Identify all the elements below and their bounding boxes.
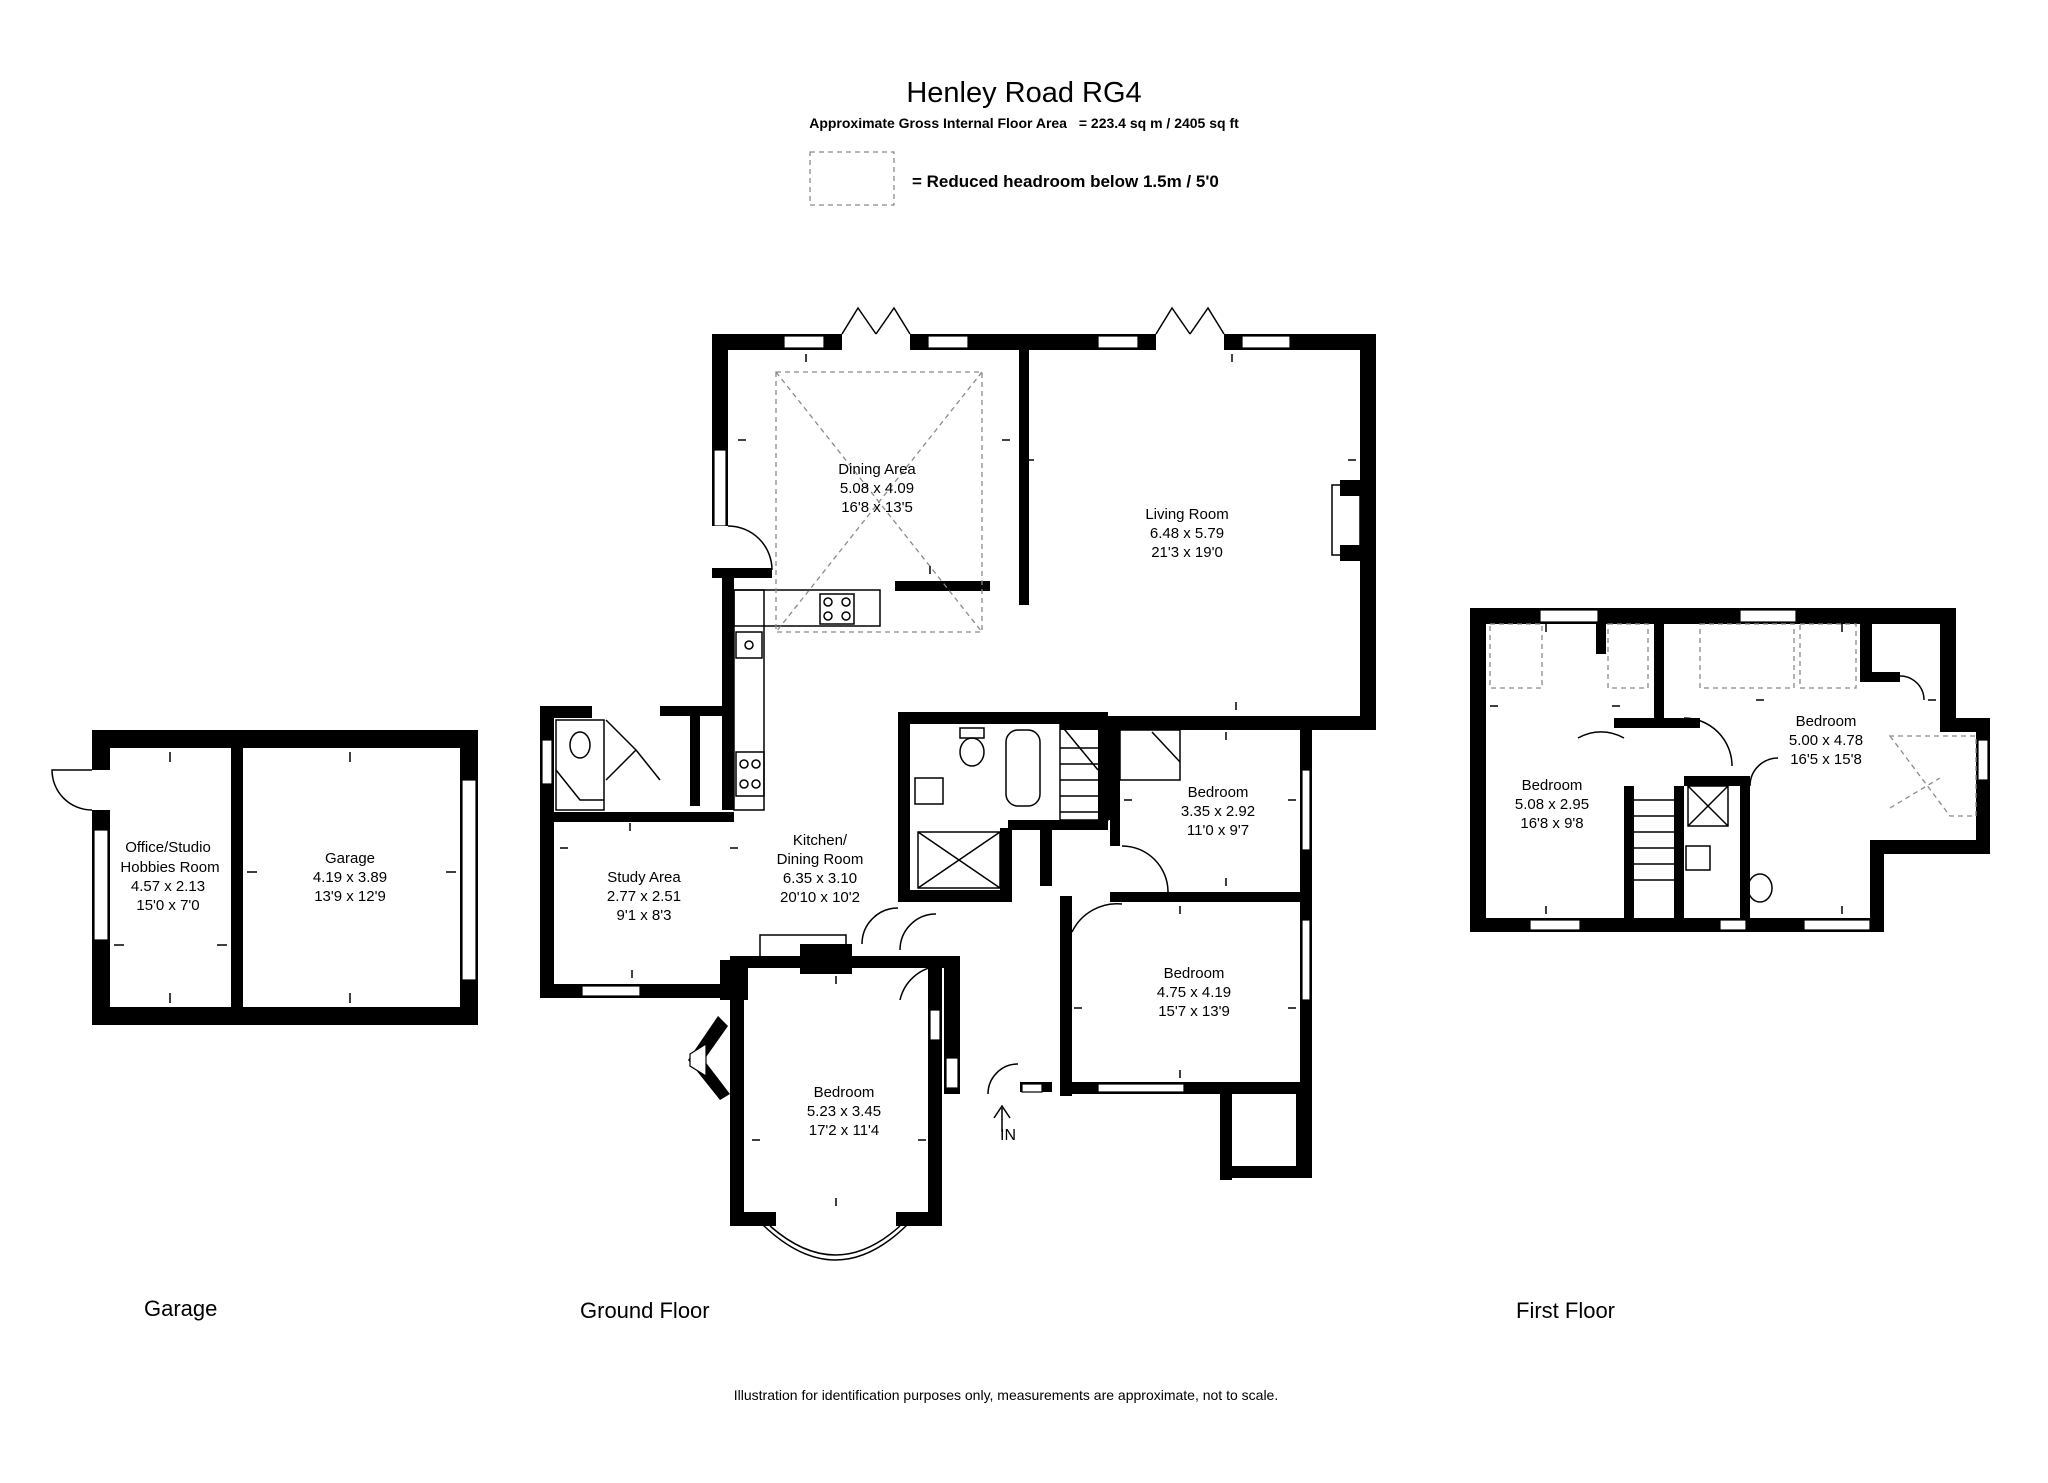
room-study-name: Study Area [607,869,681,886]
room-dining-metric: 5.08 x 4.09 [840,480,914,497]
room-garage-imperial: 13'9 x 12'9 [314,888,386,905]
room-bed-ff-b-name: Bedroom [1796,713,1857,730]
area-summary: Approximate Gross Internal Floor Area = … [809,115,1239,131]
room-bed-gf-b-imperial: 15'7 x 13'9 [1158,1003,1230,1020]
room-kitchen-imperial: 20'10 x 10'2 [780,889,860,906]
floor-label-garage: Garage [144,1296,217,1321]
room-kitchen-name2: Dining Room [777,851,864,868]
room-bed-gf-b-name: Bedroom [1164,965,1225,982]
room-bed-ff-b-metric: 5.00 x 4.78 [1789,732,1863,749]
room-garage-metric: 4.19 x 3.89 [313,869,387,886]
room-living-name: Living Room [1145,506,1228,523]
room-living-metric: 6.48 x 5.79 [1150,525,1224,542]
room-bed-gf-b-metric: 4.75 x 4.19 [1157,984,1231,1001]
room-bed-ff-a-imperial: 16'8 x 9'8 [1520,815,1583,832]
room-bed-ff-a-name: Bedroom [1522,777,1583,794]
room-bed-ff-a-metric: 5.08 x 2.95 [1515,796,1589,813]
floor-label-ground: Ground Floor [580,1298,710,1323]
plan-title: Henley Road RG4 [906,77,1141,109]
room-dining-imperial: 16'8 x 13'5 [841,499,913,516]
room-bed-gf-a-name: Bedroom [1188,784,1249,801]
disclaimer: Illustration for identification purposes… [734,1387,1278,1403]
room-kitchen-name1: Kitchen/ [793,832,848,849]
area-value: = 223.4 sq m / 2405 sq ft [1079,115,1239,131]
garage-building [51,730,478,1025]
legend-text: = Reduced headroom below 1.5m / 5'0 [912,172,1219,191]
room-bed-gf-a-metric: 3.35 x 2.92 [1181,803,1255,820]
room-kitchen-metric: 6.35 x 3.10 [783,870,857,887]
room-bed-gf-c-metric: 5.23 x 3.45 [807,1103,881,1120]
room-living-imperial: 21'3 x 19'0 [1151,544,1223,561]
room-office-metric: 4.57 x 2.13 [131,878,205,895]
room-bed-gf-a-imperial: 11'0 x 9'7 [1187,822,1249,839]
room-bed-gf-c-name: Bedroom [814,1084,875,1101]
area-label: Approximate Gross Internal Floor Area [809,115,1067,131]
room-office-imperial: 15'0 x 7'0 [136,897,199,914]
legend-swatch [809,151,895,206]
room-bed-gf-c-imperial: 17'2 x 11'4 [809,1122,880,1139]
room-office-name2: Hobbies Room [120,859,219,876]
room-bed-ff-b-imperial: 16'5 x 15'8 [1790,751,1862,768]
room-study-metric: 2.77 x 2.51 [607,888,681,905]
floor-label-first: First Floor [1516,1298,1615,1323]
ground-floor-plan [540,306,1376,1261]
room-study-imperial: 9'1 x 8'3 [617,907,672,924]
entrance-label: IN [1000,1127,1016,1144]
room-dining-name: Dining Area [838,461,916,478]
first-floor-plan [1470,608,1990,932]
room-garage-name: Garage [325,850,375,867]
room-office-name1: Office/Studio [125,839,211,856]
